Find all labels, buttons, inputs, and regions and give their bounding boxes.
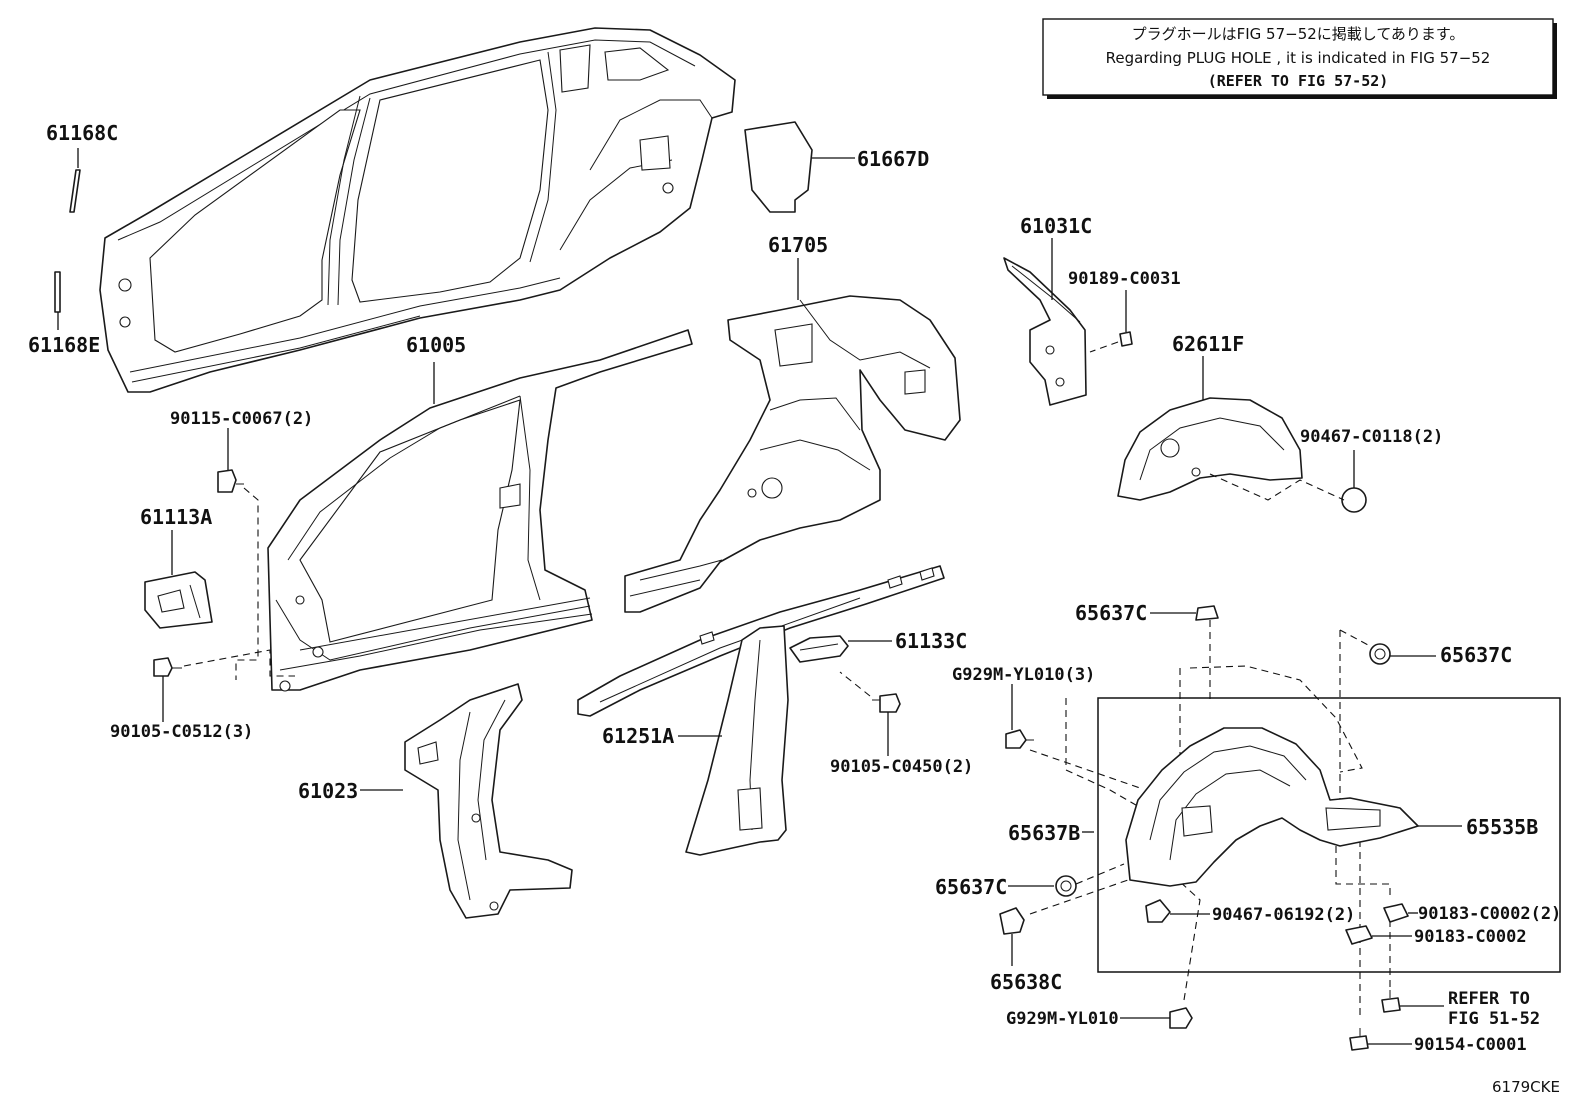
mounting-guides: [1029, 620, 1391, 1020]
bolt-refer-fig-51-52-drawing: [1381, 990, 1444, 1013]
label-65637C-low: 65637C: [935, 875, 1007, 899]
label-65535B: 65535B: [1466, 815, 1538, 839]
label-refer-fig: FIG 51-52: [1448, 1009, 1540, 1029]
liner-62611F-drawing: [1117, 356, 1367, 513]
screw-G929M-YL010-drawing: [1120, 1007, 1193, 1029]
clip-65637C-top-drawing: [1150, 605, 1219, 621]
label-90183-C0002: 90183-C0002: [1414, 927, 1527, 947]
patch-61133C-drawing: [789, 635, 892, 663]
label-61031C: 61031C: [1020, 214, 1092, 238]
bolt-90105-C0450-drawing: [839, 671, 901, 756]
fender-liner-65535B-drawing: [1125, 727, 1462, 887]
label-90189-C0031: 90189-C0031: [1068, 269, 1181, 289]
label-90183-C0002-2: 90183-C0002(2): [1418, 904, 1561, 924]
label-61023: 61023: [298, 779, 358, 803]
inner-side-panel-drawing: [267, 329, 693, 692]
clip-65637C-right-drawing: [1369, 643, 1436, 665]
label-90467-06192: 90467-06192(2): [1212, 905, 1355, 925]
label-61133C: 61133C: [895, 629, 967, 653]
nut-90183-C0002-2-drawing: [1383, 903, 1418, 923]
outer-side-panel-drawing: [99, 27, 736, 393]
label-61251A: 61251A: [602, 724, 674, 748]
label-90467-C0118: 90467-C0118(2): [1300, 427, 1443, 447]
label-G929M-YL010: G929M-YL010: [1006, 1009, 1119, 1029]
label-65637B: 65637B: [1008, 821, 1080, 845]
label-61168E: 61168E: [28, 333, 100, 357]
bolt-90154-C0001-drawing: [1349, 1028, 1412, 1051]
label-61705: 61705: [768, 233, 828, 257]
bolt-90105-C0512-drawing: [153, 649, 295, 722]
clip-65637C-low-drawing: [1008, 875, 1077, 897]
label-62611F: 62611F: [1172, 332, 1244, 356]
note-line-2: Regarding PLUG HOLE , it is indicated in…: [1106, 49, 1491, 67]
roof-rail-61251A-drawing: [577, 565, 945, 856]
bolt-90115-drawing: [217, 428, 259, 680]
fender-liner-group-frame: [1097, 697, 1561, 973]
label-90154-C0001: 90154-C0001: [1414, 1035, 1527, 1055]
clip-90467-06192-drawing: [1145, 899, 1210, 923]
figure-code: 6179CKE: [1492, 1078, 1560, 1096]
label-61667D: 61667D: [857, 147, 929, 171]
strip-61168C-drawing: [69, 148, 81, 213]
label-90105-C0450: 90105-C0450(2): [830, 757, 973, 777]
nut-90183-C0002-drawing: [1345, 925, 1412, 945]
label-refer-to: REFER TO: [1448, 989, 1530, 1009]
label-90115-C0067: 90115-C0067(2): [170, 409, 313, 429]
screw-G929M-YL010-3-drawing: [1005, 684, 1034, 749]
pad-61667D-drawing: [744, 121, 855, 213]
clip-65638C-drawing: [999, 907, 1025, 966]
label-65637C-right: 65637C: [1440, 643, 1512, 667]
bracket-61113A-drawing: [144, 530, 213, 629]
note-line-1: プラグホールはFIG 57−52に掲載してあります。: [1132, 25, 1465, 43]
reference-note: プラグホールはFIG 57−52に掲載してあります。 Regarding PLU…: [1042, 18, 1557, 99]
strip-61168E-drawing: [54, 271, 61, 330]
label-90105-C0512: 90105-C0512(3): [110, 722, 253, 742]
label-61005: 61005: [406, 333, 466, 357]
label-65638C: 65638C: [990, 970, 1062, 994]
bracket-61031C-drawing: [1003, 238, 1133, 406]
label-G929M-YL010-3: G929M-YL010(3): [952, 665, 1095, 685]
inner-quarter-61705-drawing: [624, 258, 961, 613]
label-61168C: 61168C: [46, 121, 118, 145]
note-line-3: (REFER TO FIG 57-52): [1208, 72, 1389, 90]
pillar-61023-drawing: [360, 683, 573, 919]
label-65637C-top: 65637C: [1075, 601, 1147, 625]
label-61113A: 61113A: [140, 505, 212, 529]
